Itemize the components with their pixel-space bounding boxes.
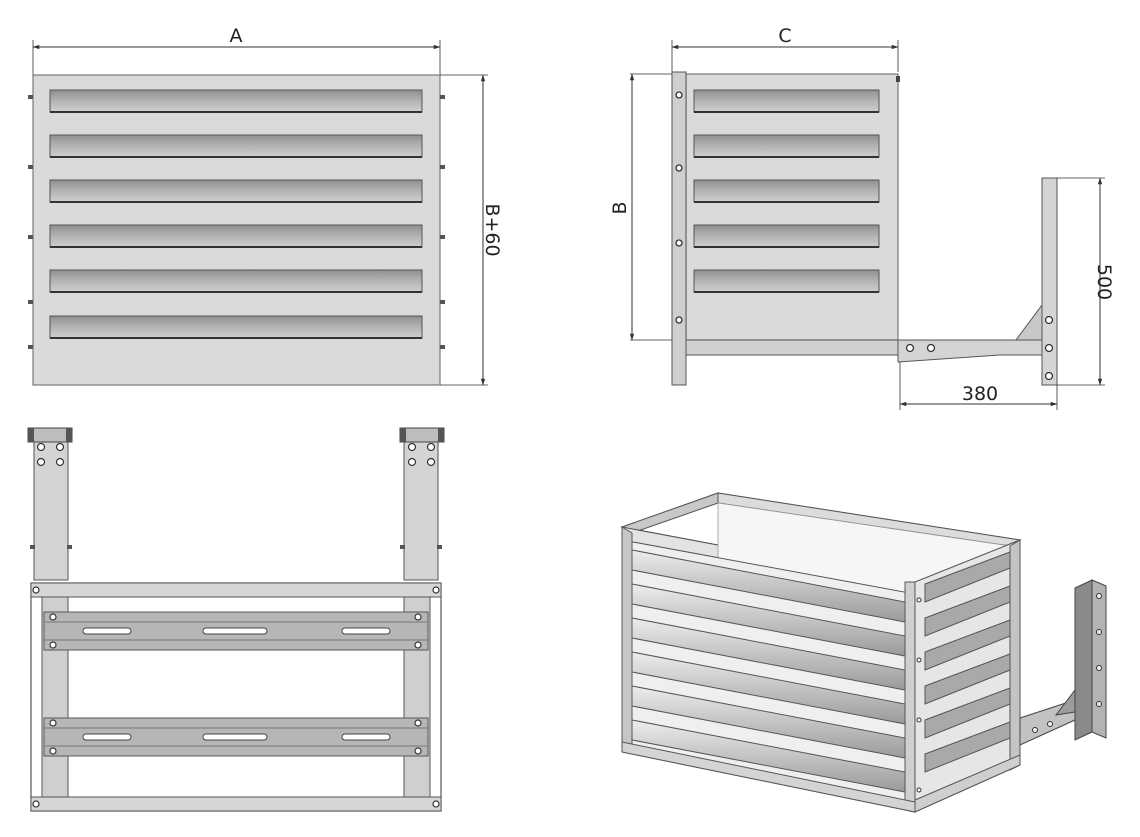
front-slat	[49, 179, 423, 203]
front-view: A	[28, 25, 503, 386]
top-bracket-left	[27, 427, 73, 581]
dim-label-500: 500	[1093, 264, 1115, 300]
side-slat	[693, 269, 880, 293]
side-slat	[693, 134, 880, 158]
dimension-b: B	[609, 73, 672, 341]
iso-side-face	[914, 539, 1021, 813]
side-post	[671, 71, 687, 386]
side-slat	[693, 179, 880, 203]
dim-label-b-plus-60: B+60	[481, 203, 503, 256]
front-side-holes	[28, 95, 445, 349]
iso-front-slats	[631, 549, 906, 793]
front-slat	[49, 89, 423, 113]
side-view: C B	[609, 25, 1115, 410]
dimension-b-plus-60: B+60	[440, 74, 503, 386]
isometric-view	[620, 492, 1107, 813]
side-slat	[693, 224, 880, 248]
front-slat	[49, 315, 423, 339]
top-view	[27, 427, 445, 812]
iso-side-slats	[924, 551, 1011, 773]
top-support-rail	[43, 611, 429, 651]
dimension-c: C	[671, 25, 899, 72]
side-slats	[693, 89, 880, 293]
side-post-bolts	[675, 91, 683, 324]
front-slat	[49, 224, 423, 248]
dimension-500: 500	[1057, 177, 1115, 386]
side-bottom-rail	[685, 339, 899, 356]
top-bracket-right	[399, 427, 445, 581]
side-panel	[685, 73, 899, 341]
top-support-rail	[43, 717, 429, 757]
dim-label-b: B	[609, 201, 631, 214]
iso-wall-bracket	[1019, 579, 1107, 746]
top-frame-front-rail	[30, 582, 442, 598]
dim-label-380: 380	[962, 383, 998, 405]
front-slat	[49, 134, 423, 158]
side-slat	[693, 89, 880, 113]
dim-label-c: C	[778, 25, 791, 47]
iso-front-face	[621, 526, 916, 813]
top-frame-back-rail	[30, 796, 442, 812]
front-slats	[49, 89, 423, 339]
wall-bracket	[897, 177, 1058, 386]
front-slat	[49, 269, 423, 293]
dimension-380: 380	[899, 362, 1058, 410]
dim-label-a: A	[230, 25, 243, 47]
dimension-a: A	[32, 25, 441, 75]
